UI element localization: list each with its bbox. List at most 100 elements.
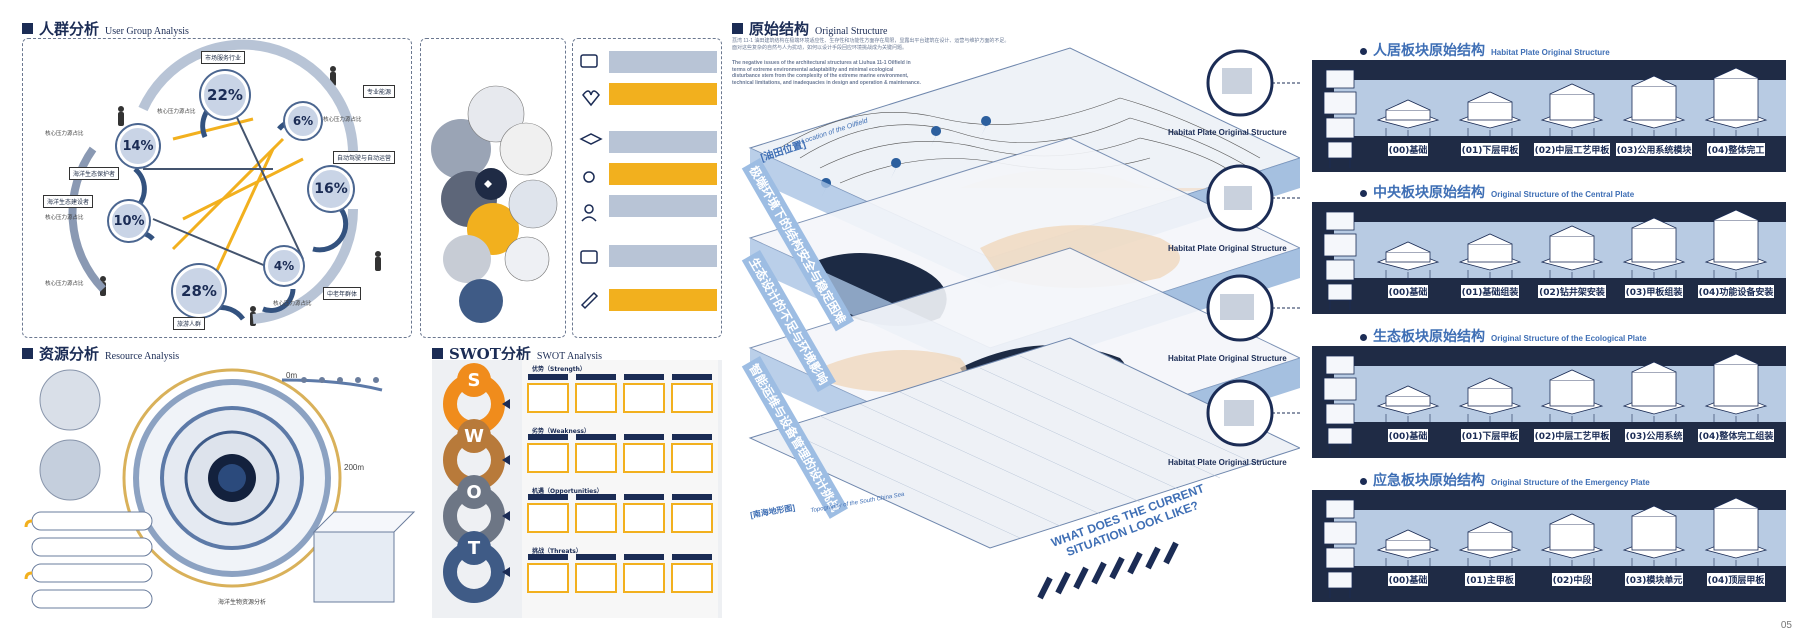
platform-step-sketch — [1704, 68, 1768, 138]
percent-bubble: 10% — [109, 201, 149, 241]
plate-title-en: Original Structure of the Emergency Plat… — [1491, 478, 1650, 487]
swot-title-cn: SWOT分析 — [449, 345, 531, 363]
plate-step-text: (03)甲板组装 — [1624, 285, 1684, 298]
plate-step-label: (04)整体完工组装 — [1696, 424, 1776, 443]
plate-title-emergency: 应急板块原始结构 Original Structure of the Emerg… — [1360, 470, 1650, 490]
plate-step-text: (02)中层工艺甲板 — [1533, 429, 1611, 442]
arc-label: 核心压力源占比 — [273, 301, 312, 307]
platform-step-sketch — [1540, 225, 1604, 280]
percent-bubble: 6% — [285, 103, 321, 139]
group-tag: 中老年群体 — [323, 287, 362, 300]
plate-step-label: (03)公用系统 — [1614, 424, 1694, 443]
group-tag: 海洋生态保护者 — [69, 167, 120, 180]
plate-step-text: (04)顶层甲板 — [1706, 573, 1766, 586]
habitat-callout-label: Habitat Plate Original Structure — [1168, 244, 1287, 253]
group-tag: 市场服务行业 — [201, 51, 246, 64]
platform-step-sketch — [1540, 513, 1604, 568]
plate-title-cn: 人居板块原始结构 — [1373, 43, 1485, 59]
plate-marker — [1360, 334, 1367, 341]
plate-step-label: (00)基础 — [1368, 424, 1448, 443]
platform-step-sketch — [1540, 83, 1604, 138]
habitat-callout-label: Habitat Plate Original Structure — [1168, 128, 1287, 137]
plate-step-label: (00)基础 — [1368, 568, 1448, 587]
swot-letter-s: S — [457, 363, 491, 397]
swot-head-s: 优势（Strength） — [532, 366, 586, 373]
plate-step-label: (02)中段 — [1532, 568, 1612, 587]
plate-step-label: (00)基础 — [1368, 280, 1448, 299]
group-list-panel — [572, 38, 722, 338]
platform-tower-sketch — [1323, 355, 1357, 454]
arc-label: 核心压力源占比 — [323, 117, 362, 123]
swot-grid: 优势（Strength） 劣势（Weakness） 机遇（Opportuniti… — [522, 360, 718, 618]
percent-bubble: 14% — [117, 125, 159, 167]
plate-marker — [1360, 48, 1367, 55]
group-list-icons — [579, 51, 717, 311]
plate-step-text: (03)公用系统 — [1624, 429, 1684, 442]
platform-step-sketch — [1622, 505, 1686, 568]
platform-step-sketch — [1458, 377, 1522, 424]
section-marker — [22, 23, 33, 34]
user-group-title: 人群分析 User Group Analysis — [22, 18, 189, 39]
plate-step-label: (04)顶层甲板 — [1696, 568, 1776, 587]
plate-step-label: (04)功能设备安装 — [1696, 280, 1776, 299]
plate-marker — [1360, 478, 1367, 485]
plate-step-label: (01)下层甲板 — [1450, 424, 1530, 443]
plate-title-cn: 应急板块原始结构 — [1373, 473, 1485, 489]
swot-head-t: 挑战（Threats） — [532, 548, 582, 555]
group-tag: 自动驾驶与自动运营 — [333, 151, 396, 164]
habitat-callout-label: Habitat Plate Original Structure — [1168, 354, 1287, 363]
plate-step-text: (00)基础 — [1387, 429, 1429, 442]
platform-step-sketch — [1622, 75, 1686, 138]
plate-step-text: (03)公用系统模块 — [1615, 143, 1693, 156]
swot-head-w: 劣势（Weakness） — [532, 428, 590, 435]
platform-step-sketch — [1376, 385, 1440, 424]
user-group-diagram — [68, 39, 381, 330]
plate-step-text: (00)基础 — [1387, 285, 1429, 298]
plate-step-text: (04)功能设备安装 — [1697, 285, 1775, 298]
section-marker — [432, 348, 443, 359]
plate-step-label: (02)中层工艺甲板 — [1532, 138, 1612, 157]
resource-diagram — [24, 368, 416, 609]
plate-step-label: (02)中层工艺甲板 — [1532, 424, 1612, 443]
plate-title-en: Habitat Plate Original Structure — [1491, 48, 1610, 57]
original-intro-cn: 荔湾 11-1 油田建筑结构在极端环境适应性、生存性和功能性方面存在局限，显露出… — [732, 38, 1010, 51]
habitat-callout-label: Habitat Plate Original Structure — [1168, 458, 1287, 467]
percent-bubble: 4% — [265, 247, 303, 285]
plate-step-label: (03)模块单元 — [1614, 568, 1694, 587]
plate-step-label: (01)下层甲板 — [1450, 138, 1530, 157]
user-group-title-cn: 人群分析 — [39, 20, 100, 38]
platform-step-sketch — [1376, 241, 1440, 280]
user-group-panel: 22% 6% 14% 16% 10% 4% 28% 市场服务行业 专业能源 自动… — [22, 38, 412, 338]
original-intro-en: The negative issues of the architectural… — [732, 60, 921, 86]
plate-step-text: (02)中层工艺甲板 — [1533, 143, 1611, 156]
group-tag: 旅游人群 — [173, 317, 206, 330]
group-tag: 海洋生态建设者 — [43, 195, 94, 208]
plate-step-label: (00)基础 — [1368, 138, 1448, 157]
platform-tower-sketch — [1323, 69, 1357, 168]
user-group-title-en: User Group Analysis — [105, 26, 189, 37]
resource-title-cn: 资源分析 — [39, 345, 100, 363]
plate-step-label: (03)甲板组装 — [1614, 280, 1694, 299]
original-title: 原始结构 Original Structure — [732, 18, 888, 39]
platform-tower-sketch — [1323, 211, 1357, 310]
plate-step-label: (04)整体完工 — [1696, 138, 1776, 157]
platform-step-sketch — [1704, 498, 1768, 568]
resource-title-en: Resource Analysis — [105, 351, 180, 362]
original-title-en: Original Structure — [815, 26, 888, 37]
platform-step-sketch — [1704, 210, 1768, 280]
arc-label: 核心压力源占比 — [45, 281, 84, 287]
arc-label: 核心压力源占比 — [45, 215, 84, 221]
depth-top: 0m — [286, 371, 298, 380]
swot-title-en: SWOT Analysis — [536, 351, 603, 362]
group-tag: 专业能源 — [363, 85, 396, 98]
swot-title: SWOT分析 SWOT Analysis — [432, 343, 602, 364]
platform-step-sketch — [1622, 217, 1686, 280]
plate-step-text: (02)钻井架安装 — [1538, 285, 1606, 298]
swot-letter-t: T — [457, 531, 491, 565]
arc-label: 核心压力源占比 — [157, 109, 196, 115]
plate-title-ecological: 生态板块原始结构 Original Structure of the Ecolo… — [1360, 326, 1647, 346]
arc-label: 核心压力源占比 — [45, 131, 84, 137]
platform-step-sketch — [1704, 354, 1768, 424]
plate-step-label: (01)主甲板 — [1450, 568, 1530, 587]
oilfield-diagram: [油田位置] Location of the Oilfield 极端环境下的结构… — [740, 38, 1302, 633]
